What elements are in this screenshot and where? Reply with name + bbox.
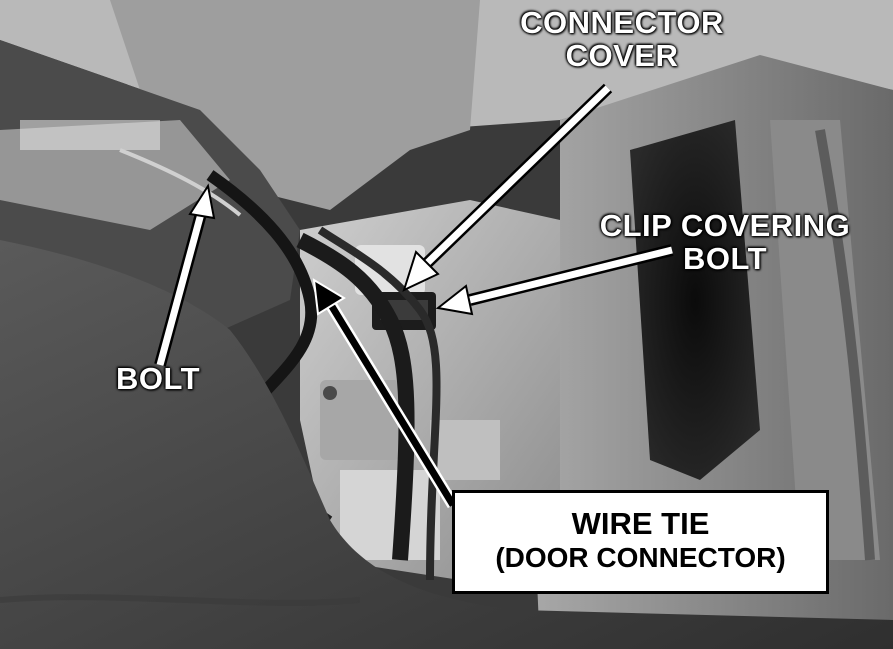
bolt-label: BOLT [88, 361, 228, 396]
connector-cover-arrow [402, 83, 613, 292]
clip-covering-bolt-arrow [435, 244, 674, 316]
wire-tie-callout-box: WIRE TIE (DOOR CONNECTOR) [452, 490, 829, 594]
clip-covering-bolt-line-1: CLIP COVERING [599, 208, 851, 243]
wire-tie-line-2: (DOOR CONNECTOR) [495, 542, 786, 574]
bolt-arrow [154, 183, 216, 367]
connector-cover-label: CONNECTOR COVER [482, 6, 762, 73]
clip-covering-bolt-line-2: BOLT [682, 241, 768, 277]
connector-cover-line-2: COVER [565, 38, 679, 74]
clip-covering-bolt-label: CLIP COVERING BOLT [570, 209, 880, 276]
wire-tie-line-1: WIRE TIE [571, 506, 710, 541]
bolt-label-text: BOLT [115, 361, 201, 396]
wire-tie-arrow [312, 278, 459, 509]
connector-cover-line-1: CONNECTOR [520, 5, 724, 40]
